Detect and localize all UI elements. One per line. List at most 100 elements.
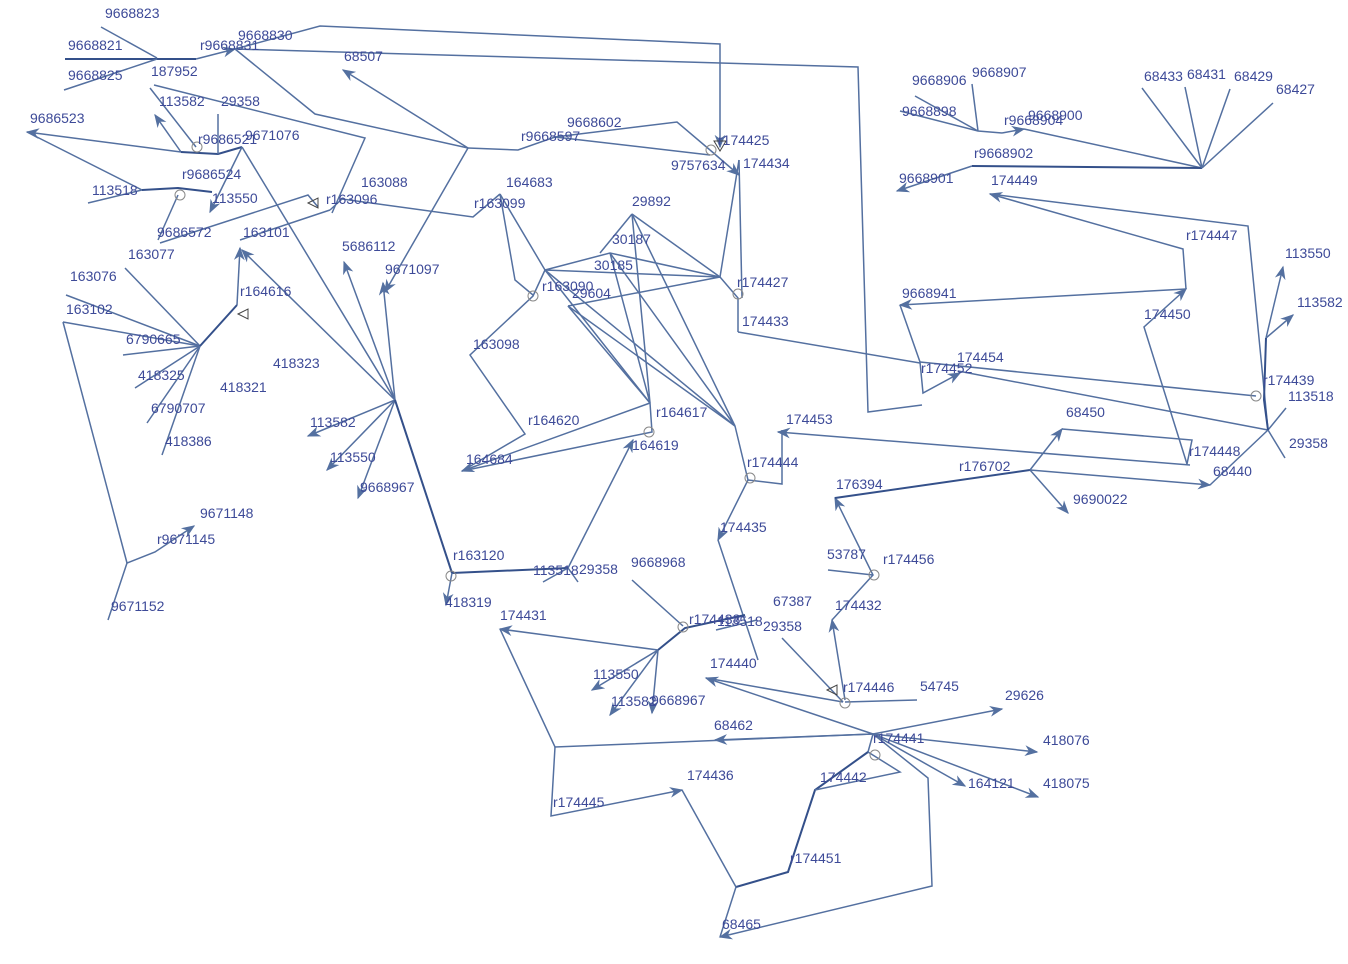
entity-label[interactable]: 68507 — [344, 48, 383, 64]
entity-label[interactable]: 9671148 — [200, 505, 254, 521]
entity-label[interactable]: 29892 — [632, 193, 671, 209]
entity-label[interactable]: 164121 — [968, 775, 1015, 791]
reaction-label[interactable]: r174439 — [1263, 372, 1315, 388]
entity-label[interactable]: 113582 — [611, 693, 657, 709]
entity-label[interactable]: 113582 — [310, 414, 356, 430]
entity-label[interactable]: 9686523 — [30, 110, 85, 126]
entity-label[interactable]: 113518 — [717, 613, 763, 629]
entity-label[interactable]: 9668967 — [360, 479, 415, 495]
entity-label[interactable]: 68462 — [714, 717, 753, 733]
entity-label[interactable]: 113582 — [159, 93, 205, 109]
entity-label[interactable]: 418323 — [273, 355, 320, 371]
entity-label[interactable]: 30187 — [612, 231, 651, 247]
entity-label[interactable]: 9668830 — [238, 27, 293, 43]
entity-label[interactable]: 29604 — [572, 285, 611, 301]
entity-label[interactable]: 163077 — [128, 246, 175, 262]
entity-label[interactable]: 68431 — [1187, 66, 1226, 82]
reaction-label[interactable]: r163120 — [453, 547, 505, 563]
reaction-label[interactable]: r9668902 — [974, 145, 1033, 161]
entity-label[interactable]: 418076 — [1043, 732, 1090, 748]
entity-label[interactable]: 113550 — [1285, 245, 1331, 261]
entity-label[interactable]: 163098 — [473, 336, 520, 352]
reaction-label[interactable]: r164620 — [528, 412, 580, 428]
entity-label[interactable]: 9668823 — [105, 5, 160, 21]
entity-label[interactable]: 418321 — [220, 379, 267, 395]
reaction-label[interactable]: r9668831 — [200, 37, 259, 53]
reaction-label[interactable]: r164616 — [240, 283, 292, 299]
reaction-label[interactable]: r9686521 — [198, 131, 257, 147]
entity-label[interactable]: 174454 — [957, 349, 1004, 365]
entity-label[interactable]: 174450 — [1144, 306, 1191, 322]
entity-label[interactable]: 68465 — [722, 916, 761, 932]
entity-label[interactable]: 9668901 — [899, 170, 954, 186]
entity-label[interactable]: 9671097 — [385, 261, 440, 277]
entity-label[interactable]: 9668898 — [902, 103, 957, 119]
entity-label[interactable]: 174433 — [742, 313, 789, 329]
entity-label[interactable]: 163088 — [361, 174, 408, 190]
reaction-label[interactable]: r176702 — [959, 458, 1011, 474]
entity-label[interactable]: 113518 — [533, 562, 579, 578]
reaction-label[interactable]: r174445 — [553, 794, 605, 810]
entity-label[interactable]: 68429 — [1234, 68, 1273, 84]
entity-label[interactable]: 9757634 — [671, 157, 726, 173]
entity-label[interactable]: 418319 — [445, 594, 492, 610]
entity-label[interactable]: 68450 — [1066, 404, 1105, 420]
entity-label[interactable]: 174449 — [991, 172, 1038, 188]
entity-label[interactable]: 113550 — [330, 449, 376, 465]
entity-label[interactable]: 29358 — [221, 93, 260, 109]
entity-label[interactable]: 29626 — [1005, 687, 1044, 703]
reaction-label[interactable]: r9668904 — [1004, 112, 1063, 128]
entity-label[interactable]: 174436 — [687, 767, 734, 783]
entity-label[interactable]: 174453 — [786, 411, 833, 427]
entity-label[interactable]: 67387 — [773, 593, 812, 609]
entity-label[interactable]: 163101 — [243, 224, 290, 240]
reaction-label[interactable]: r174427 — [737, 274, 789, 290]
entity-label[interactable]: 6790707 — [151, 400, 206, 416]
entity-label[interactable]: 9668602 — [567, 114, 622, 130]
reaction-label[interactable]: r163090 — [542, 278, 594, 294]
reaction-label[interactable]: r174446 — [843, 679, 895, 695]
entity-label[interactable]: 418325 — [138, 367, 185, 383]
entity-label[interactable]: 174434 — [743, 155, 790, 171]
reaction-label[interactable]: r174456 — [883, 551, 935, 567]
entity-label[interactable]: 9668900 — [1028, 107, 1083, 123]
entity-label[interactable]: 9686572 — [157, 224, 212, 240]
entity-label[interactable]: 113550 — [212, 190, 258, 206]
entity-label[interactable]: 164683 — [506, 174, 553, 190]
entity-label[interactable]: 174440 — [710, 655, 757, 671]
entity-label[interactable]: 9668907 — [972, 64, 1027, 80]
entity-label[interactable]: 53787 — [827, 546, 866, 562]
entity-label[interactable]: 68427 — [1276, 81, 1315, 97]
reaction-label[interactable]: r174451 — [790, 850, 842, 866]
reaction-label[interactable]: r163096 — [326, 191, 378, 207]
reaction-label[interactable]: r164617 — [656, 404, 708, 420]
entity-label[interactable]: 418386 — [165, 433, 212, 449]
entity-label[interactable]: 174442 — [820, 769, 867, 785]
reaction-label[interactable]: r9668597 — [521, 128, 580, 144]
entity-label[interactable]: 187952 — [151, 63, 198, 79]
entity-label[interactable]: 68433 — [1144, 68, 1183, 84]
entity-label[interactable]: 163102 — [66, 301, 113, 317]
entity-label[interactable]: 54745 — [920, 678, 959, 694]
entity-label[interactable]: 9671076 — [245, 127, 300, 143]
reaction-label[interactable]: r174425 — [718, 132, 770, 148]
entity-label[interactable]: 418075 — [1043, 775, 1090, 791]
entity-label[interactable]: 9668968 — [631, 554, 686, 570]
entity-label[interactable]: 29358 — [579, 561, 618, 577]
entity-label[interactable]: 5686112 — [342, 238, 396, 254]
entity-label[interactable]: 6790665 — [126, 331, 181, 347]
entity-label[interactable]: 9668941 — [902, 285, 957, 301]
entity-label[interactable]: 176394 — [836, 476, 883, 492]
entity-label[interactable]: 164684 — [466, 451, 513, 467]
entity-label[interactable]: 9690022 — [1073, 491, 1128, 507]
reaction-label[interactable]: r163099 — [474, 195, 526, 211]
entity-label[interactable]: 113582 — [1297, 294, 1343, 310]
entity-label[interactable]: 9668967 — [651, 692, 706, 708]
reaction-label[interactable]: r174452 — [921, 360, 973, 376]
reaction-label[interactable]: r9671145 — [157, 531, 215, 547]
reaction-label[interactable]: r174448 — [1189, 443, 1241, 459]
entity-label[interactable]: 9671152 — [111, 598, 165, 614]
entity-label[interactable]: 113518 — [92, 182, 138, 198]
reaction-label[interactable]: r174441 — [873, 730, 925, 746]
entity-label[interactable]: 174432 — [835, 597, 882, 613]
